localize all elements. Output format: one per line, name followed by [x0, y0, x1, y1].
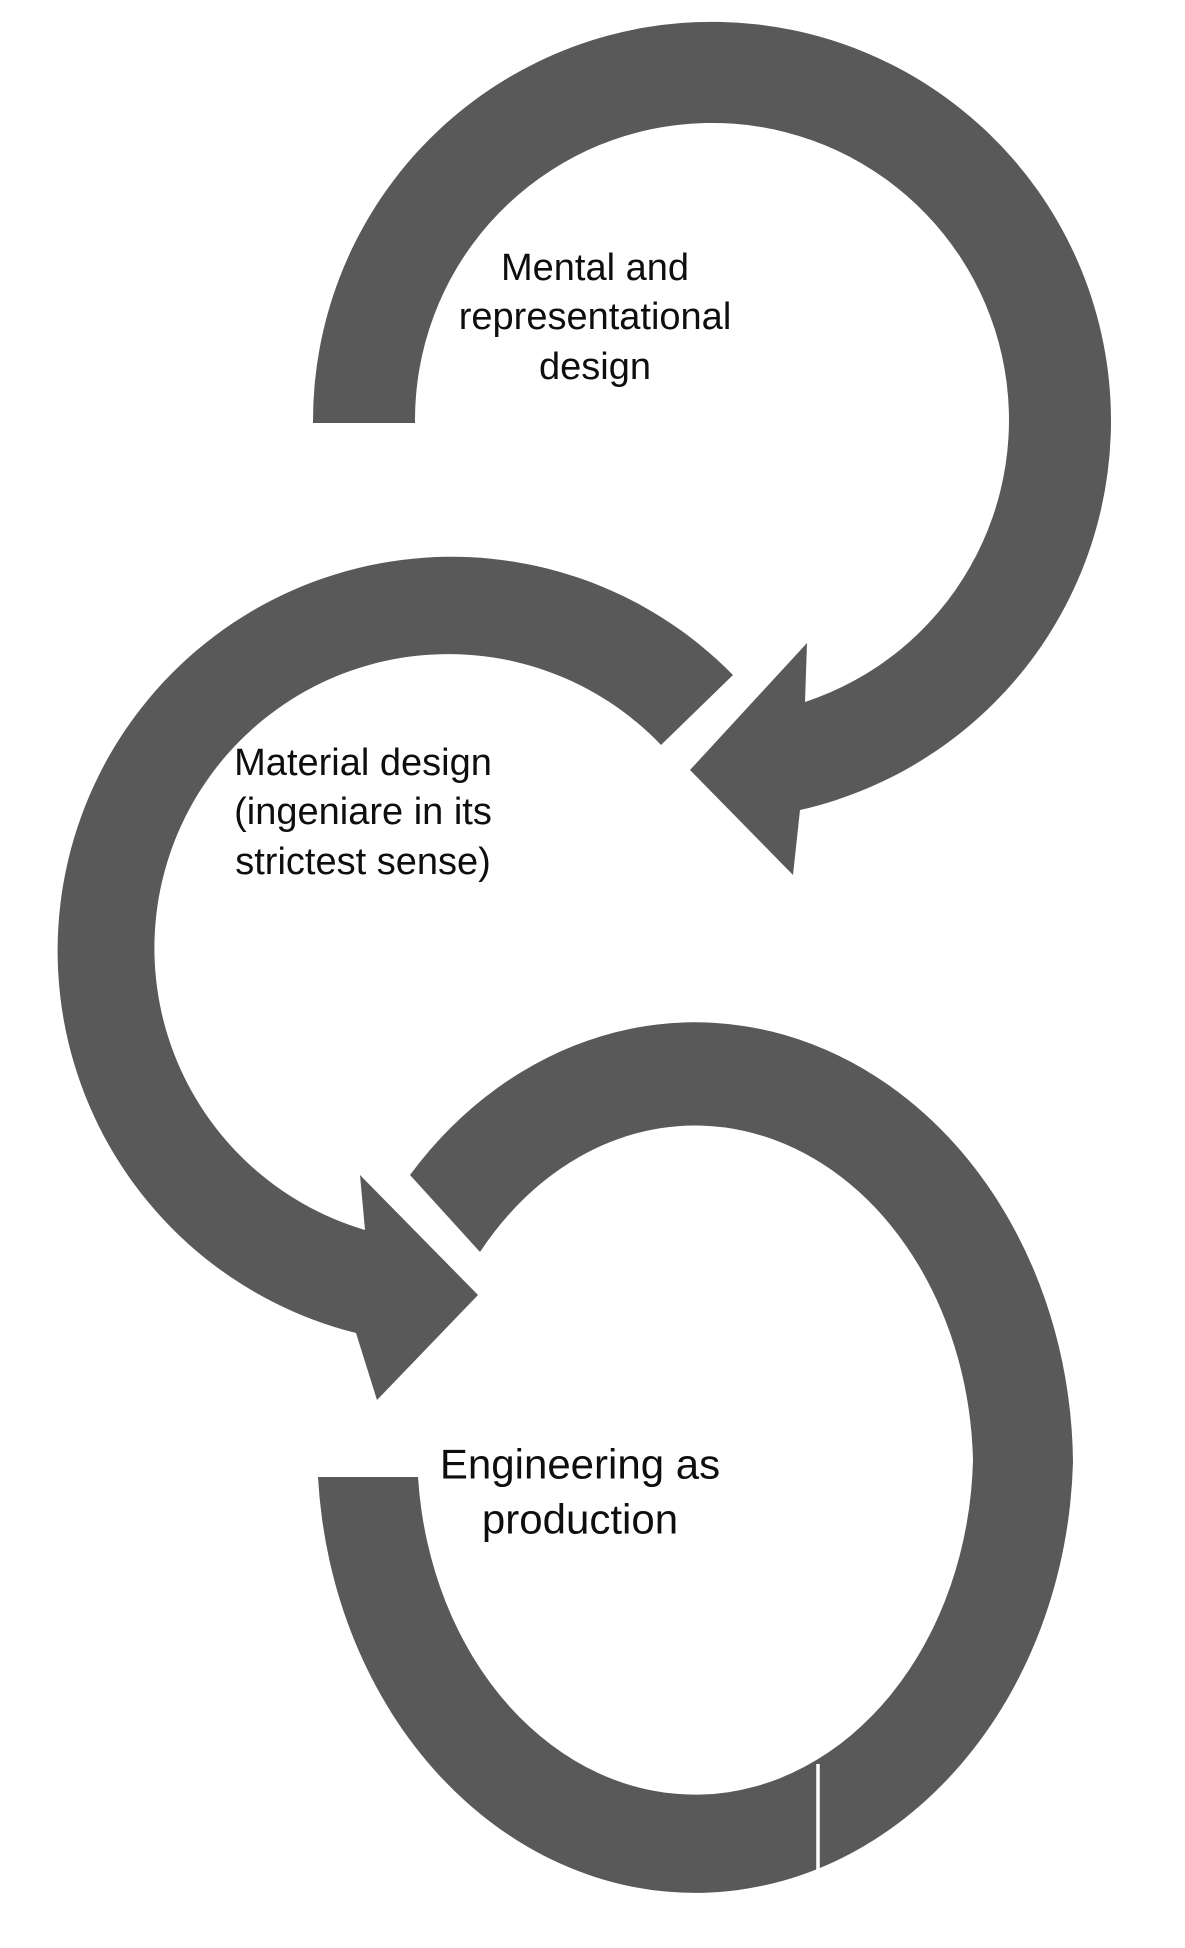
node-label-line: strictest sense)	[235, 840, 491, 883]
node-label-line: Engineering as	[439, 1440, 721, 1488]
ring-arrow-mental	[312, 21, 1111, 875]
ring-arrow-material	[57, 556, 733, 1400]
node-label-line: (ingeniare in its	[234, 791, 492, 834]
node-label-engineering: Engineering as production	[440, 1437, 720, 1546]
node-label-line: Mental and	[500, 246, 690, 289]
node-label-line: representational	[458, 296, 732, 339]
node-label-line: Material design	[234, 741, 492, 784]
node-label-material: Material design (ingeniare in its strict…	[234, 739, 492, 887]
node-label-line: production	[481, 1495, 679, 1542]
node-label-mental: Mental and representational design	[459, 244, 732, 392]
node-label-line: design	[539, 345, 651, 388]
